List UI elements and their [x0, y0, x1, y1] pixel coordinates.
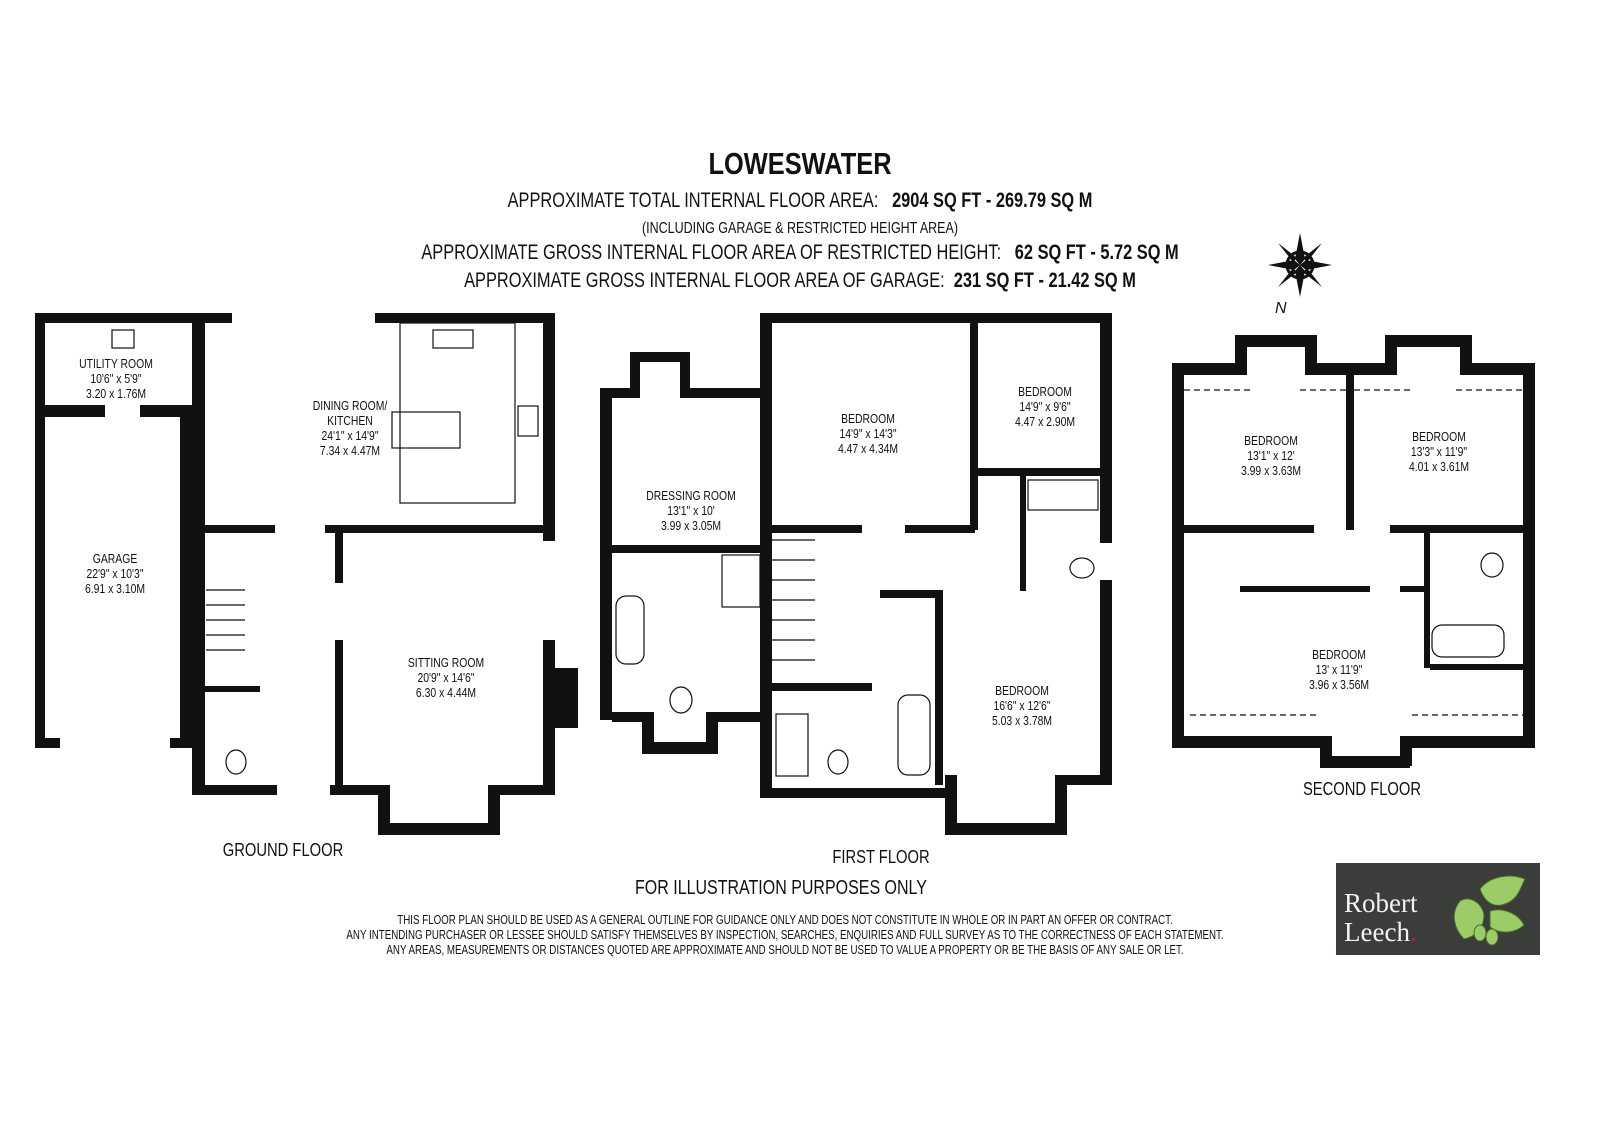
- second-floor-fittings: [1184, 389, 1523, 716]
- including-note: (INCLUDING GARAGE & RESTRICTED HEIGHT AR…: [642, 220, 958, 237]
- second-floor-label: SECOND FLOOR: [1302, 779, 1422, 799]
- ground-floor-walls: [35, 313, 578, 835]
- garage-area-label: APPROXIMATE GROSS INTERNAL FLOOR AREA OF…: [464, 269, 945, 292]
- total-area-value: 2904 SQ FT - 269.79 SQ M: [892, 189, 1093, 212]
- total-area-line: APPROXIMATE TOTAL INTERNAL FLOOR AREA: 2…: [176, 189, 1424, 213]
- disclaimer-line: THIS FLOOR PLAN SHOULD BE USED AS A GENE…: [397, 913, 1173, 927]
- restricted-area-line: APPROXIMATE GROSS INTERNAL FLOOR AREA OF…: [176, 241, 1424, 265]
- oak-leaf-icon: [1453, 875, 1526, 946]
- plan-title: LOWESWATER: [708, 146, 892, 181]
- total-area-label: APPROXIMATE TOTAL INTERNAL FLOOR AREA:: [507, 189, 879, 212]
- first-floor-fittings: [615, 479, 1099, 777]
- second-floor-walls: [1172, 335, 1535, 768]
- disclaimer-line: ANY AREAS, MEASUREMENTS OR DISTANCES QUO…: [386, 943, 1184, 957]
- disclaimer: THIS FLOOR PLAN SHOULD BE USED AS A GENE…: [173, 913, 1398, 958]
- compass-rose-icon: [1268, 233, 1332, 297]
- ground-floor-label: GROUND FLOOR: [222, 840, 344, 860]
- restricted-area-label: APPROXIMATE GROSS INTERNAL FLOOR AREA OF…: [421, 241, 1002, 264]
- restricted-area-value: 62 SQ FT - 5.72 SQ M: [1014, 241, 1179, 264]
- garage-area-value: 231 SQ FT - 21.42 SQ M: [953, 269, 1136, 292]
- illustration-note: FOR ILLUSTRATION PURPOSES ONLY: [635, 877, 927, 899]
- garage-area-line: APPROXIMATE GROSS INTERNAL FLOOR AREA OF…: [176, 269, 1424, 293]
- first-floor-walls: [600, 313, 1112, 835]
- disclaimer-line: ANY INTENDING PURCHASER OR LESSEE SHOULD…: [346, 928, 1224, 942]
- compass-north-label: N: [1275, 300, 1287, 317]
- first-floor-label: FIRST FLOOR: [832, 847, 930, 867]
- ground-floor-fittings: [111, 322, 539, 775]
